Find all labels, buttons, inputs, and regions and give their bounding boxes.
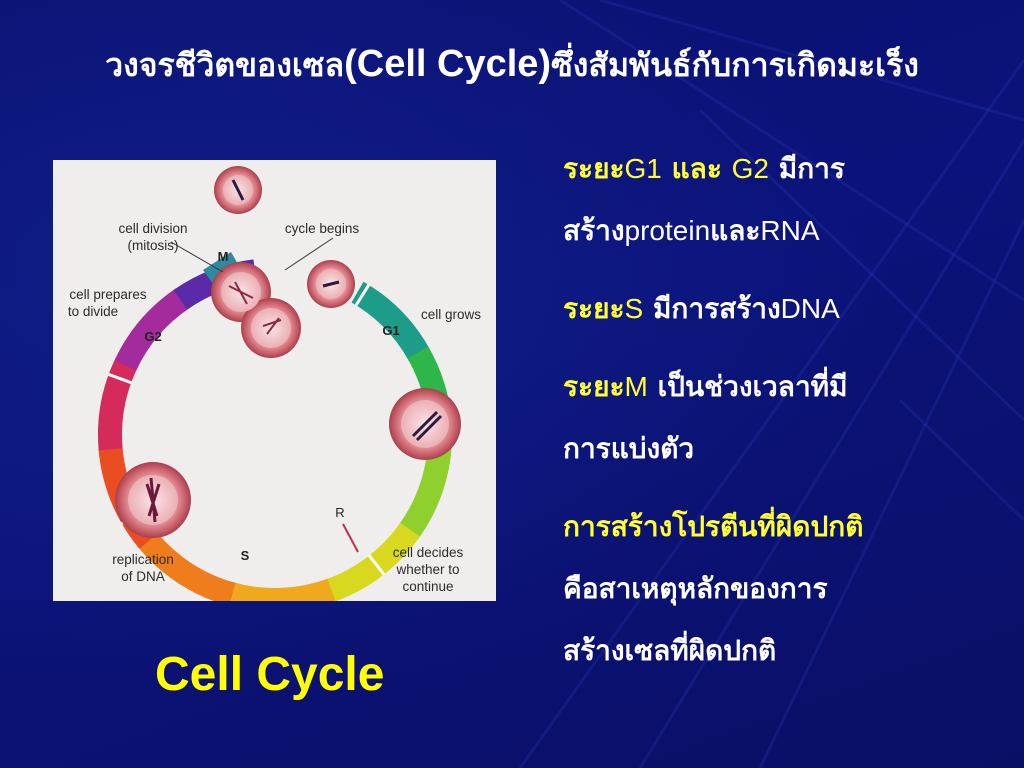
- note-text: มีการ: [769, 152, 845, 185]
- cycle-ring-segment: [226, 578, 336, 612]
- dividing-cell: [211, 262, 301, 358]
- note-m: ระยะM เป็นช่วงเวลาที่มี การแบ่งตัว: [563, 356, 1013, 480]
- label-pointers: [170, 237, 334, 273]
- slide-title: วงจรชีวิตของเซล(Cell Cycle)ซึ่งสัมพันธ์ก…: [0, 38, 1024, 91]
- note-text: มีการสร้าง: [643, 292, 781, 325]
- decides-label-1: cell decides: [393, 545, 464, 560]
- note-text: RNA: [760, 215, 820, 246]
- cycle-ring-segment: [324, 522, 420, 603]
- phase-divider: [354, 284, 371, 307]
- g1-small-cell: [307, 260, 355, 308]
- g1-large-cell: [389, 388, 461, 460]
- diagram-caption: Cell Cycle: [155, 648, 385, 701]
- note-text: และ: [661, 152, 732, 185]
- restriction-point-marker: [342, 523, 359, 553]
- title-thai-suffix: ซึ่งสัมพันธ์กับการเกิดมะเร็ง: [551, 46, 919, 84]
- cycle-ring-segment: [351, 281, 430, 362]
- decides-label-3: continue: [402, 579, 453, 594]
- note-text: เป็นช่วงเวลาที่มี: [647, 370, 848, 403]
- note-abnormal-protein: การสร้างโปรตีนที่ผิดปกติ คือสาเหตุหลักขอ…: [563, 496, 1013, 682]
- phase-g2-label: G2: [144, 329, 161, 344]
- note-text: ระยะ: [563, 292, 625, 325]
- cycle-begins-label: cycle begins: [285, 221, 360, 236]
- cell-division-label: cell division: [118, 221, 187, 236]
- phase-s-label: S: [241, 548, 250, 563]
- replication-label-2: of DNA: [121, 569, 165, 584]
- title-latin: (Cell Cycle): [344, 43, 552, 85]
- phase-divider: [108, 373, 132, 385]
- decides-label-2: whether to: [395, 562, 459, 577]
- cell-cycle-diagram: cell division (mitosis) cycle begins cel…: [53, 160, 496, 612]
- cycle-ring-segment: [98, 357, 138, 451]
- prepares-label-2: to divide: [68, 304, 118, 319]
- note-g1-g2: ระยะG1 และ G2 มีการ สร้างproteinและRNA: [563, 138, 1013, 262]
- phase-m-label: M: [218, 249, 229, 264]
- note-s: ระยะS มีการสร้างDNA: [563, 278, 1013, 340]
- note-text: สร้าง: [563, 214, 625, 247]
- note-text: ระยะ: [563, 370, 625, 403]
- note-text: สร้างเซลที่ผิดปกติ: [563, 634, 777, 667]
- note-text: คือสาเหตุหลักของการ: [563, 572, 828, 605]
- replication-label-1: replication: [112, 552, 174, 567]
- note-text: G1: [624, 153, 662, 184]
- mitosis-label: (mitosis): [128, 238, 179, 253]
- cycle-ring-segment: [137, 531, 236, 606]
- phase-divider: [368, 554, 386, 576]
- s-phase-cell: [115, 462, 191, 538]
- top-cell: [214, 166, 262, 214]
- title-thai-prefix: วงจรชีวิตของเซล: [105, 46, 345, 84]
- note-text: การแบ่งตัว: [563, 432, 695, 465]
- phase-g1-label: G1: [382, 323, 399, 338]
- notes-panel: ระยะG1 และ G2 มีการ สร้างproteinและRNA ร…: [563, 138, 1013, 682]
- note-text: และ: [710, 214, 761, 247]
- cycle-ring-segment: [114, 288, 190, 371]
- phase-r-label: R: [335, 505, 344, 520]
- note-text: G2: [731, 153, 769, 184]
- note-text: DNA: [780, 293, 840, 324]
- prepares-label-1: cell prepares: [69, 287, 147, 302]
- note-text: การสร้างโปรตีนที่ผิดปกติ: [563, 510, 864, 543]
- note-text: protein: [624, 215, 711, 246]
- note-text: ระยะ: [563, 152, 625, 185]
- cell-grows-label: cell grows: [421, 307, 481, 322]
- note-text: M: [624, 371, 648, 402]
- note-text: S: [624, 293, 644, 324]
